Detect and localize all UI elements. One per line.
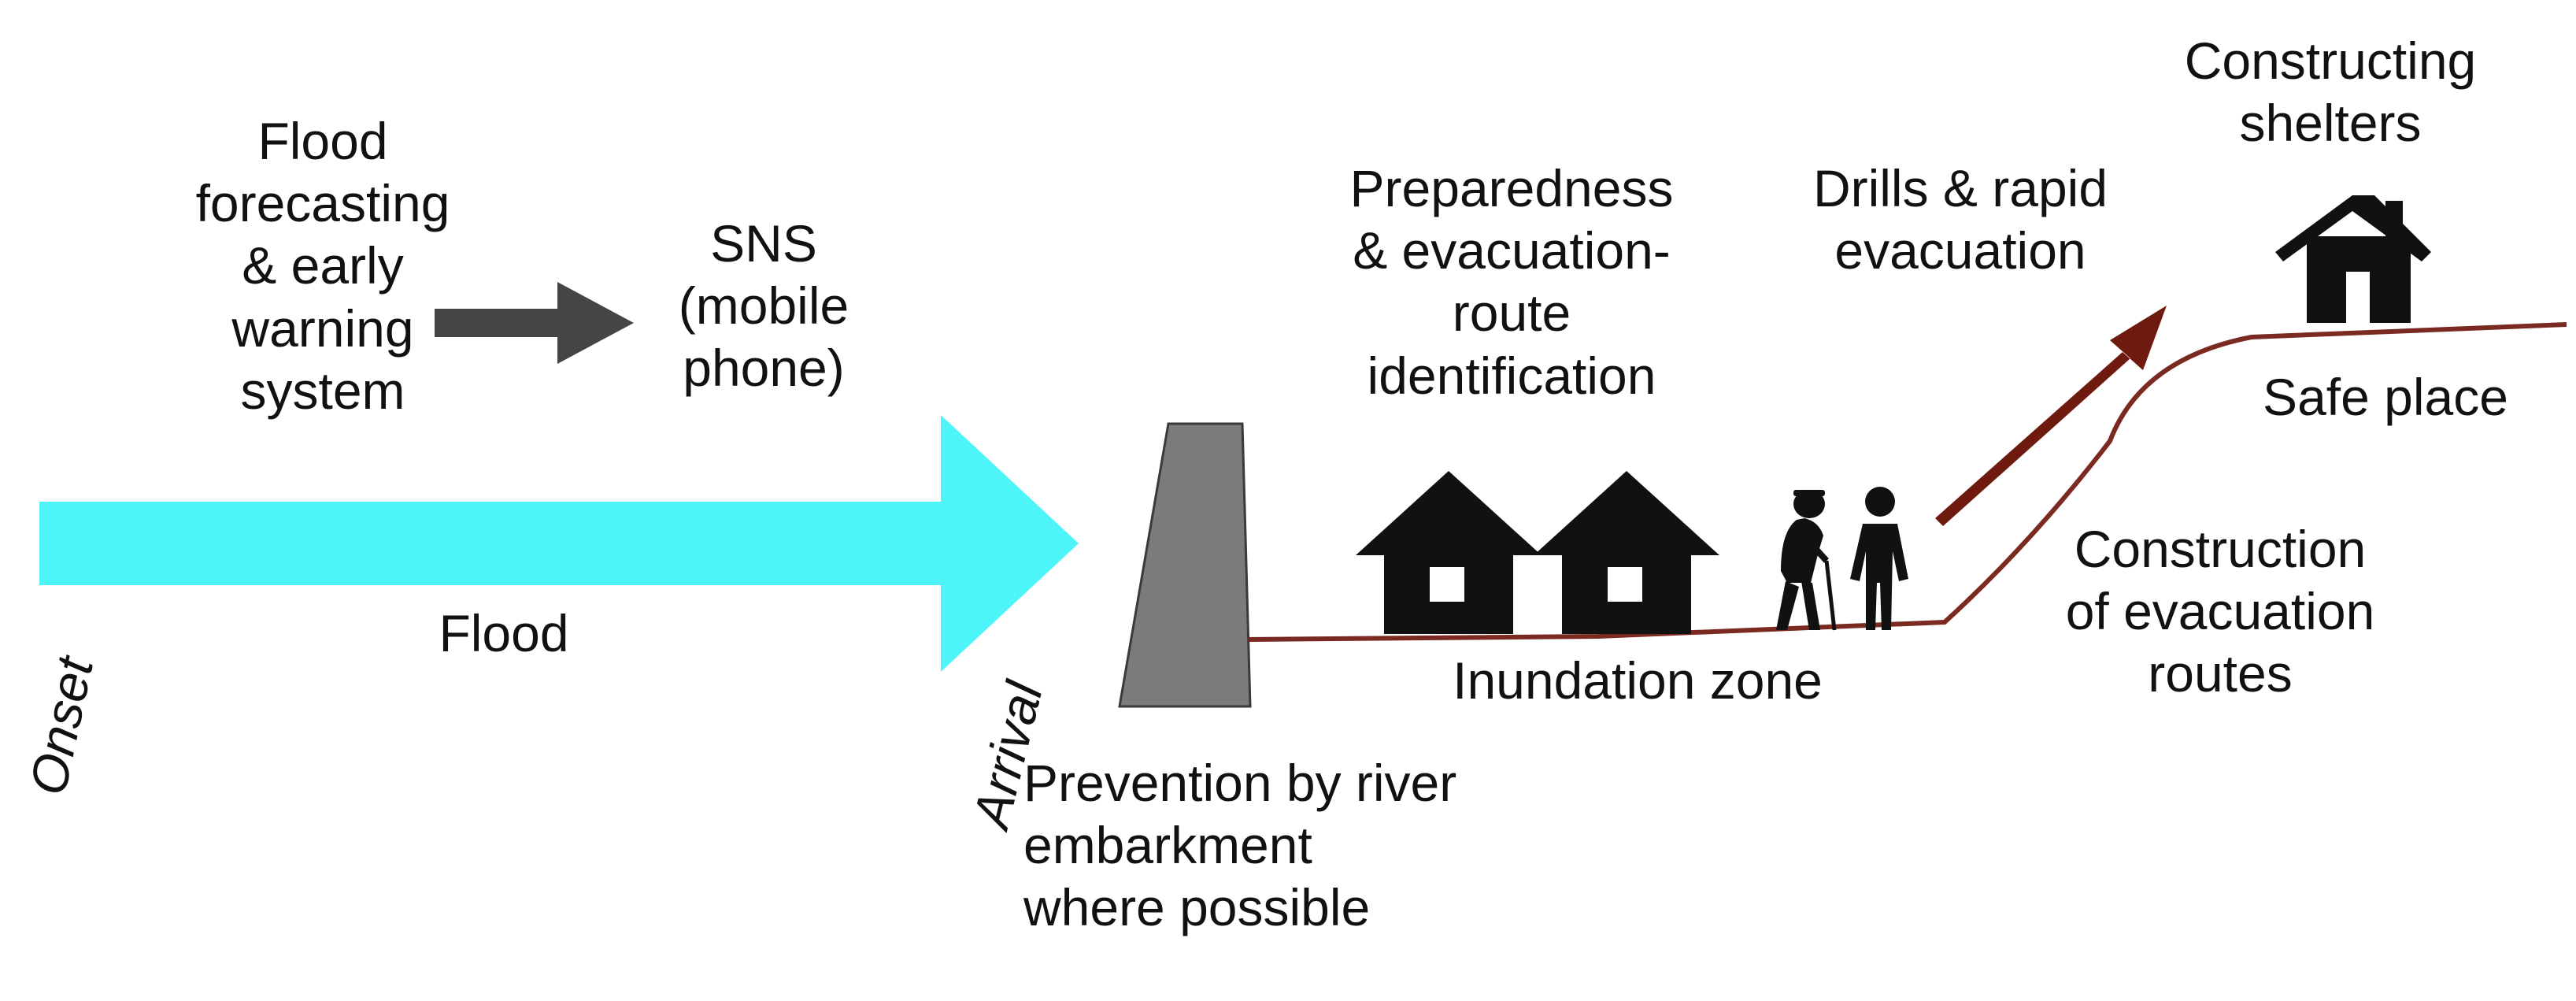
- inundation-zone-label: Inundation zone: [1453, 651, 1823, 710]
- sns-label: SNS (mobile phone): [678, 214, 849, 398]
- house-icon: [1356, 471, 1542, 634]
- embankment-icon: [1118, 422, 1252, 708]
- flood-label: Flood: [439, 604, 569, 662]
- shelter-icon: [2275, 195, 2431, 323]
- flood-arrow-icon: [39, 415, 1079, 672]
- prevention-label: Prevention by river embarkment where pos…: [1023, 754, 1457, 937]
- evacuation-arrow-icon: [1935, 306, 2167, 526]
- sns-arrow-icon: [435, 282, 634, 364]
- house-icon: [1534, 471, 1719, 634]
- ground-line: [1247, 322, 2567, 642]
- construction-routes-label: Construction of evacuation routes: [2065, 520, 2375, 703]
- constructing-shelters-label: Constructing shelters: [2184, 32, 2477, 153]
- person-icon: [1850, 487, 1908, 630]
- preparedness-label: Preparedness & evacuation- route identif…: [1349, 159, 1674, 405]
- safe-place-label: Safe place: [2263, 368, 2508, 426]
- person-icon: [1776, 490, 1837, 631]
- drills-label: Drills & rapid evacuation: [1812, 159, 2108, 280]
- flood-forecasting-label: Flood forecasting & early warning system: [195, 112, 450, 420]
